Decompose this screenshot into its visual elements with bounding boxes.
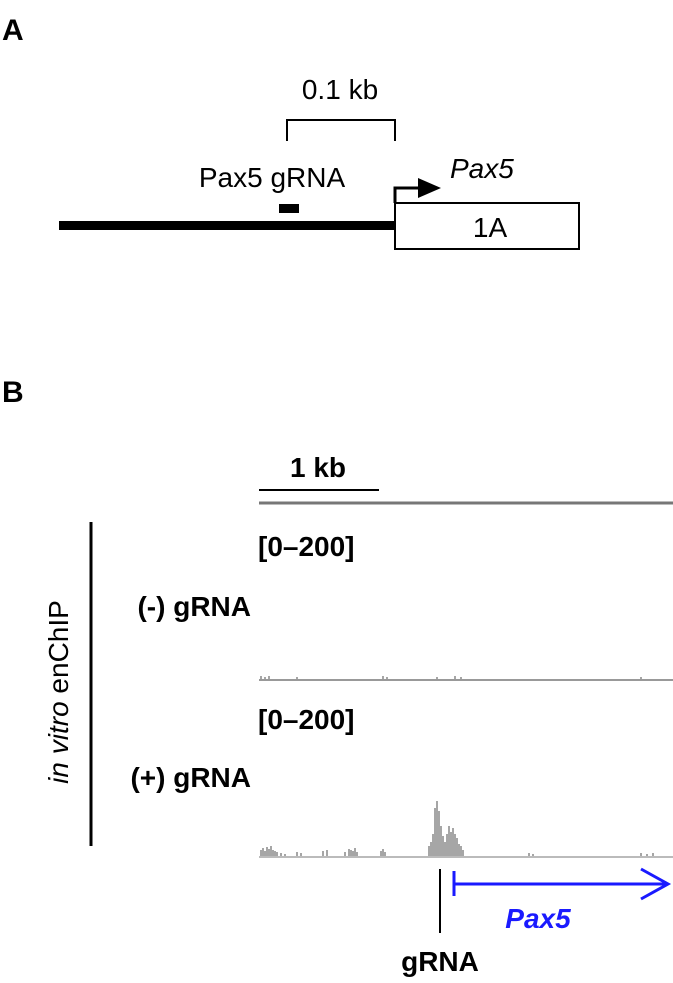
signal-bar xyxy=(300,853,302,856)
track-1-label: (-) gRNA xyxy=(137,591,251,622)
signal-bar xyxy=(264,851,266,856)
panel-a-letter: A xyxy=(2,14,24,47)
signal-bar xyxy=(456,838,458,856)
panel-b-letter: B xyxy=(2,376,24,409)
panel-a-gene-label: Pax5 xyxy=(450,153,514,184)
signal-bar xyxy=(434,808,436,856)
signal-bar xyxy=(438,811,440,856)
signal-bar xyxy=(280,853,282,856)
signal-bar xyxy=(432,834,434,856)
signal-bar xyxy=(640,853,642,856)
panel-b-scale-label: 1 kb xyxy=(290,452,346,483)
signal-bar xyxy=(528,853,530,856)
track-2-label: (+) gRNA xyxy=(130,762,251,793)
panel-a-tss-arrow xyxy=(393,186,420,203)
signal-bar xyxy=(296,852,298,856)
signal-bar xyxy=(356,852,358,856)
signal-bar xyxy=(454,834,456,856)
track-2-signal xyxy=(260,801,654,856)
panel-a-exon-box xyxy=(394,202,580,250)
panel-a-grna-label: Pax5 gRNA xyxy=(199,162,346,193)
signal-bar xyxy=(462,850,464,856)
signal-bar xyxy=(382,676,384,679)
signal-bar xyxy=(268,849,270,856)
signal-bar xyxy=(274,851,276,856)
signal-bar xyxy=(640,677,642,679)
panel-a-exon-label: 1A xyxy=(473,212,508,243)
signal-bar xyxy=(440,826,442,856)
signal-bar xyxy=(266,847,268,856)
panel-a-scale-bracket xyxy=(286,119,396,141)
signal-bar xyxy=(276,852,278,856)
signal-bar xyxy=(284,854,286,856)
track-1-range: [0–200] xyxy=(258,531,355,562)
signal-bar xyxy=(446,834,448,856)
signal-bar xyxy=(260,850,262,856)
signal-bar xyxy=(296,677,298,679)
signal-bar xyxy=(454,676,456,679)
signal-bar xyxy=(272,850,274,856)
panel-b-gene-label: Pax5 xyxy=(505,903,571,934)
signal-bar xyxy=(436,801,438,856)
signal-bar xyxy=(326,850,328,856)
signal-bar xyxy=(382,849,384,856)
panel-b-grna-label: gRNA xyxy=(401,946,479,977)
panel-b-side-label: in vitro enChIP xyxy=(43,600,74,784)
signal-bar xyxy=(270,846,272,856)
signal-bar xyxy=(442,836,444,856)
signal-bar xyxy=(652,853,654,856)
signal-bar xyxy=(646,854,648,856)
signal-bar xyxy=(428,846,430,856)
panel-a-genomic-line xyxy=(59,221,396,230)
signal-bar xyxy=(352,851,354,856)
signal-bar xyxy=(384,852,386,856)
signal-bar xyxy=(354,848,356,856)
signal-bar xyxy=(260,676,262,679)
signal-bar xyxy=(386,677,388,679)
track-2-range: [0–200] xyxy=(258,704,355,735)
signal-bar xyxy=(448,826,450,856)
signal-bar xyxy=(350,850,352,856)
signal-bar xyxy=(348,849,350,856)
signal-bar xyxy=(458,844,460,856)
signal-bar xyxy=(532,854,534,856)
signal-bar xyxy=(262,848,264,856)
signal-bar xyxy=(268,676,270,679)
panel-a-scale-label: 0.1 kb xyxy=(302,74,378,105)
signal-bar xyxy=(452,828,454,856)
signal-bar xyxy=(344,852,346,856)
signal-bar xyxy=(380,851,382,856)
signal-bar xyxy=(436,677,438,679)
signal-bar xyxy=(450,832,452,856)
panel-a-tss-arrowhead xyxy=(418,178,441,198)
signal-bar xyxy=(444,842,446,856)
signal-bar xyxy=(264,677,266,679)
signal-bar xyxy=(430,842,432,856)
signal-bar xyxy=(460,846,462,856)
signal-bar xyxy=(322,851,324,856)
panel-b-gene-arrowhead xyxy=(640,867,672,901)
track-1-signal xyxy=(260,676,642,679)
panel-a-grna-mark xyxy=(279,204,299,213)
signal-bar xyxy=(460,677,462,679)
